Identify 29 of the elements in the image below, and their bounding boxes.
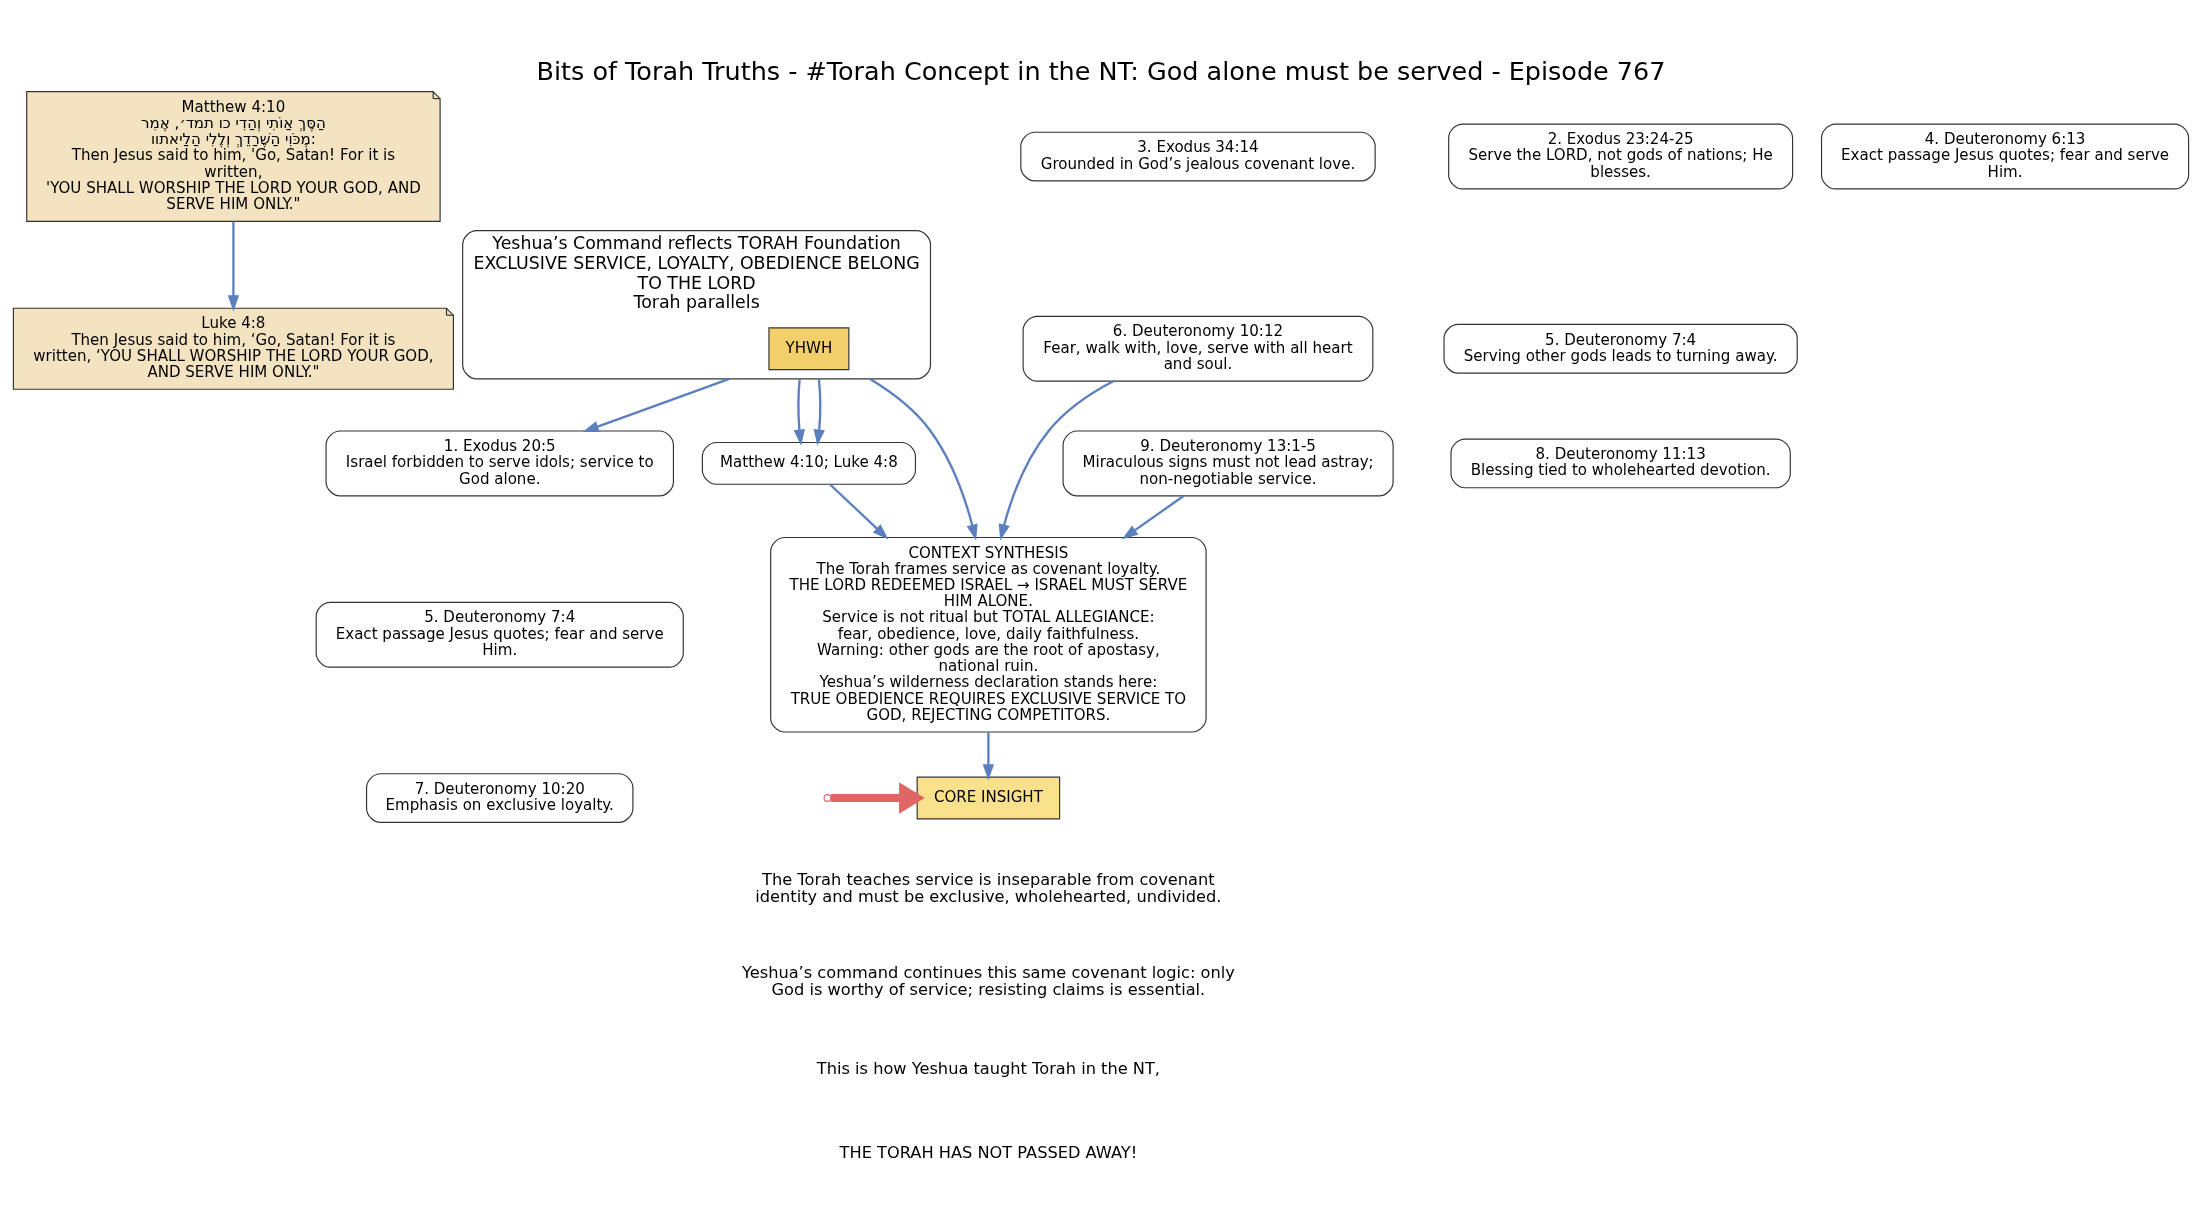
arrow <box>982 732 995 781</box>
node-box: 8. Deuteronomy 11:13 Blessing tied to wholehearted devotion. <box>1450 438 1791 489</box>
label: This is how Yeshua taught Torah in the NT, <box>816 1059 1161 1079</box>
node-box: 7. Deuteronomy 10:20 Emphasis on exclusive loyalty. <box>366 773 634 823</box>
node-box: 4. Deuteronomy 6:13 Exact passage Jesus quotes; fear and serve Him. <box>1820 123 2190 190</box>
label: The Torah teaches service is inseparable from covenant identity and must be exclusive, wholehearted, undivided. <box>755 870 1222 907</box>
arrow <box>1121 495 1185 540</box>
node-box: 9. Deuteronomy 13:1-5 Miraculous signs must not lead astray; non-negotiable service. <box>1062 430 1394 497</box>
arrow <box>998 380 1114 541</box>
node-box: YHWH <box>768 327 850 371</box>
arrow <box>793 378 805 446</box>
node-box: 6. Deuteronomy 10:12 Fear, walk with, love, serve with all heart and soul. <box>1022 315 1374 382</box>
node-box: Matthew 4:10; Luke 4:8 <box>701 441 917 485</box>
label: Yeshua’s command continues this same covenant logic: only God is worthy of service; resisting claims is essential. <box>742 962 1235 1000</box>
node-box: 5. Deuteronomy 7:4 Serving other gods leads to turning away. <box>1443 323 1798 374</box>
arrow <box>830 782 925 814</box>
node-box: CONTEXT SYNTHESIS The Torah frames service as covenant loyalty. THE LORD REDEEMED ISRAEL → ISRAEL MUST SERVE HIM ALONE. Service is not ritual but TOTAL ALLEGIANCE: fear, obedience, love, daily faithfulness. Warning: other gods are the root of apostasy, national ruin. Yeshua’s wilderness declaration stands here: TRUE OBEDIENCE REQUIRES EXCLUSIVE SERVICE TO GOD, REJECTING COMPETITORS. <box>770 536 1207 733</box>
label: THE TORAH HAS NOT PASSED AWAY! <box>839 1142 1138 1162</box>
arrow <box>813 378 825 446</box>
node-box: 1. Exodus 20:5 Israel forbidden to serve idols; service to God alone. <box>325 430 674 497</box>
node-box: 2. Exodus 23:24-25 Serve the LORD, not gods of nations; He blesses. <box>1448 123 1794 190</box>
arrow <box>227 221 240 312</box>
diagram-title: Bits of Torah Truths - #Torah Concept in the NT: God alone must be served - Episode 767 <box>536 55 1666 86</box>
node-box: 5. Deuteronomy 7:4 Exact passage Jesus quotes; fear and serve Him. <box>315 601 684 668</box>
arrow <box>582 377 730 433</box>
node-box: CORE INSIGHT <box>916 776 1061 820</box>
arrow <box>829 483 889 540</box>
node-box: 3. Exodus 34:14 Grounded in God’s jealous covenant love. <box>1020 131 1376 182</box>
arrow <box>869 377 978 541</box>
